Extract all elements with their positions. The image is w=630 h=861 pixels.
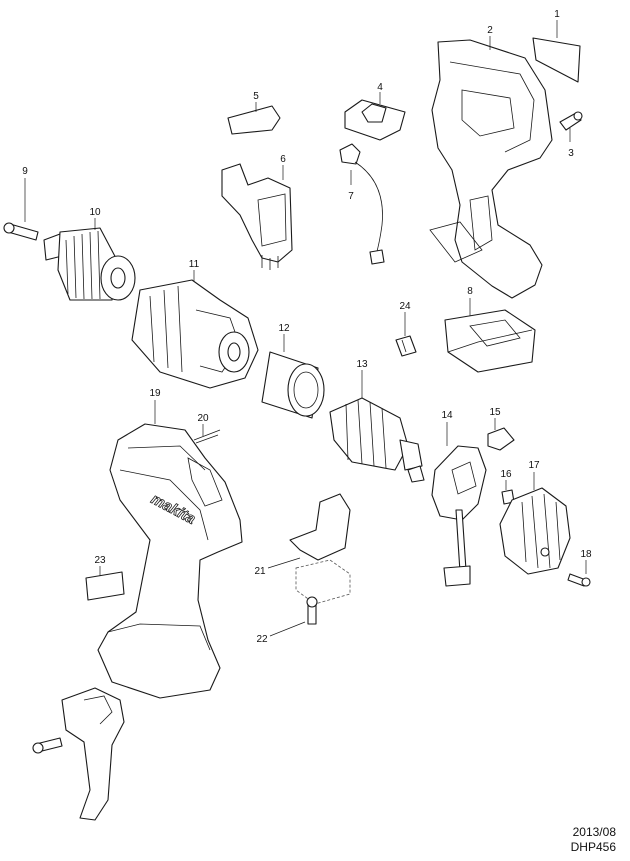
callout-12: 12 [278, 323, 290, 334]
part-13-armature: 13 [329, 359, 425, 483]
callout-2: 2 [487, 25, 493, 36]
part-21-hook-bracket: 21 [254, 493, 351, 605]
part-11-gear-assembly: 11 [131, 259, 259, 389]
part-8-terminal: 8 [444, 286, 536, 373]
callout-21: 21 [254, 566, 266, 577]
callout-14: 14 [441, 410, 453, 421]
part-5-trigger: 5 [227, 91, 281, 135]
part-6-switch: 6 [221, 154, 293, 270]
part-9-screw: 9 [3, 166, 39, 241]
part-4-switch-lever: 4 [344, 82, 406, 141]
part-12-magnet-ring: 12 [261, 323, 325, 419]
part-3-screw: 3 [559, 111, 583, 159]
callout-18: 18 [580, 549, 592, 560]
part-19-housing-left: makita 19 [97, 388, 243, 699]
belt-clip [32, 687, 125, 821]
part-22-screw: 22 [256, 596, 318, 645]
callout-9: 9 [22, 166, 28, 177]
part-2-housing-right: 2 [429, 25, 553, 299]
callout-13: 13 [356, 359, 368, 370]
part-17-rear-cover: 17 [499, 460, 571, 575]
part-1-label: 1 [532, 9, 581, 83]
callout-4: 4 [377, 82, 383, 93]
part-14-brush-holder: 14 [431, 410, 487, 587]
callout-11: 11 [189, 259, 200, 270]
footer-model: DHP456 [570, 840, 616, 854]
callout-19: 19 [149, 388, 161, 399]
part-15-brush: 15 [487, 407, 515, 451]
callout-16: 16 [500, 469, 512, 480]
callout-24: 24 [399, 301, 411, 312]
callout-6: 6 [280, 154, 286, 165]
part-18-screw: 18 [567, 549, 592, 587]
callout-10: 10 [89, 207, 101, 218]
callout-7: 7 [348, 191, 354, 202]
part-23-plate: 23 [85, 555, 125, 601]
callout-15: 15 [489, 407, 501, 418]
callout-8: 8 [467, 286, 473, 297]
callout-17: 17 [528, 460, 540, 471]
callout-23: 23 [94, 555, 106, 566]
callout-3: 3 [568, 148, 574, 159]
part-10-chuck: 10 [43, 207, 136, 301]
part-20-pin: 20 [193, 413, 221, 444]
part-24-small-block: 24 [395, 301, 417, 357]
part-16-spring: 16 [500, 469, 515, 505]
callout-22: 22 [256, 634, 268, 645]
callout-1: 1 [554, 9, 560, 20]
callout-20: 20 [197, 413, 209, 424]
callout-5: 5 [253, 91, 259, 102]
footer-date: 2013/08 [572, 825, 616, 839]
part-7-led-cable: 7 [339, 143, 385, 265]
